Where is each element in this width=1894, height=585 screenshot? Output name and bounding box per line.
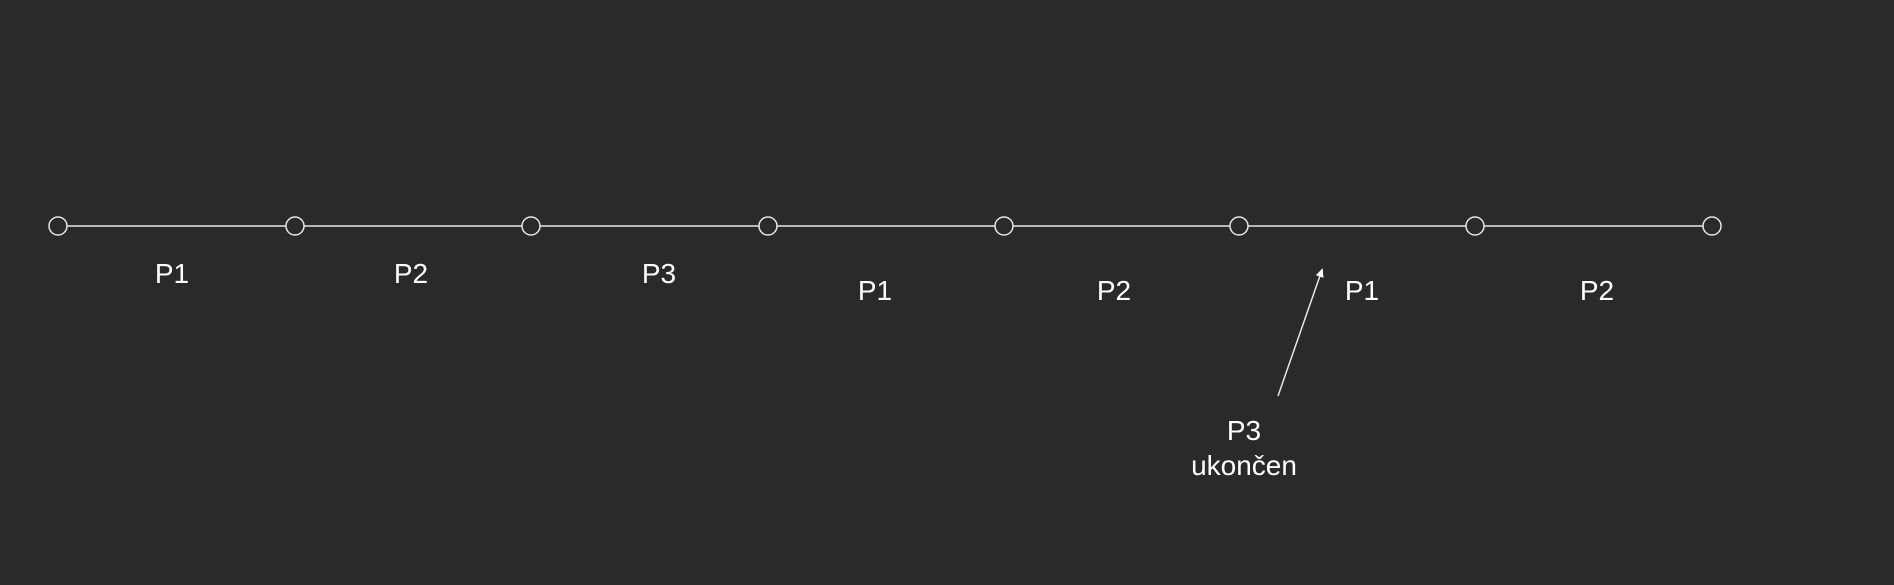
timeline-node-3 [521,216,541,236]
timeline-node-6 [1229,216,1249,236]
segment-label-2: P2 [394,258,428,289]
annotation-line-2: ukončen [1191,450,1297,481]
segment-label-6: P1 [1345,275,1379,306]
timeline-node-8 [1702,216,1722,236]
annotation-line-1: P3 [1227,415,1261,446]
segment-label-1: P1 [155,258,189,289]
timeline-node-1 [48,216,68,236]
segment-label-7: P2 [1580,275,1614,306]
segment-label-4: P1 [858,275,892,306]
segment-label-5: P2 [1097,275,1131,306]
annotation-arrow [1277,268,1324,397]
timeline-node-4 [758,216,778,236]
timeline-node-7 [1465,216,1485,236]
timeline-node-5 [994,216,1014,236]
segment-label-3: P3 [642,258,676,289]
timeline-node-2 [285,216,305,236]
